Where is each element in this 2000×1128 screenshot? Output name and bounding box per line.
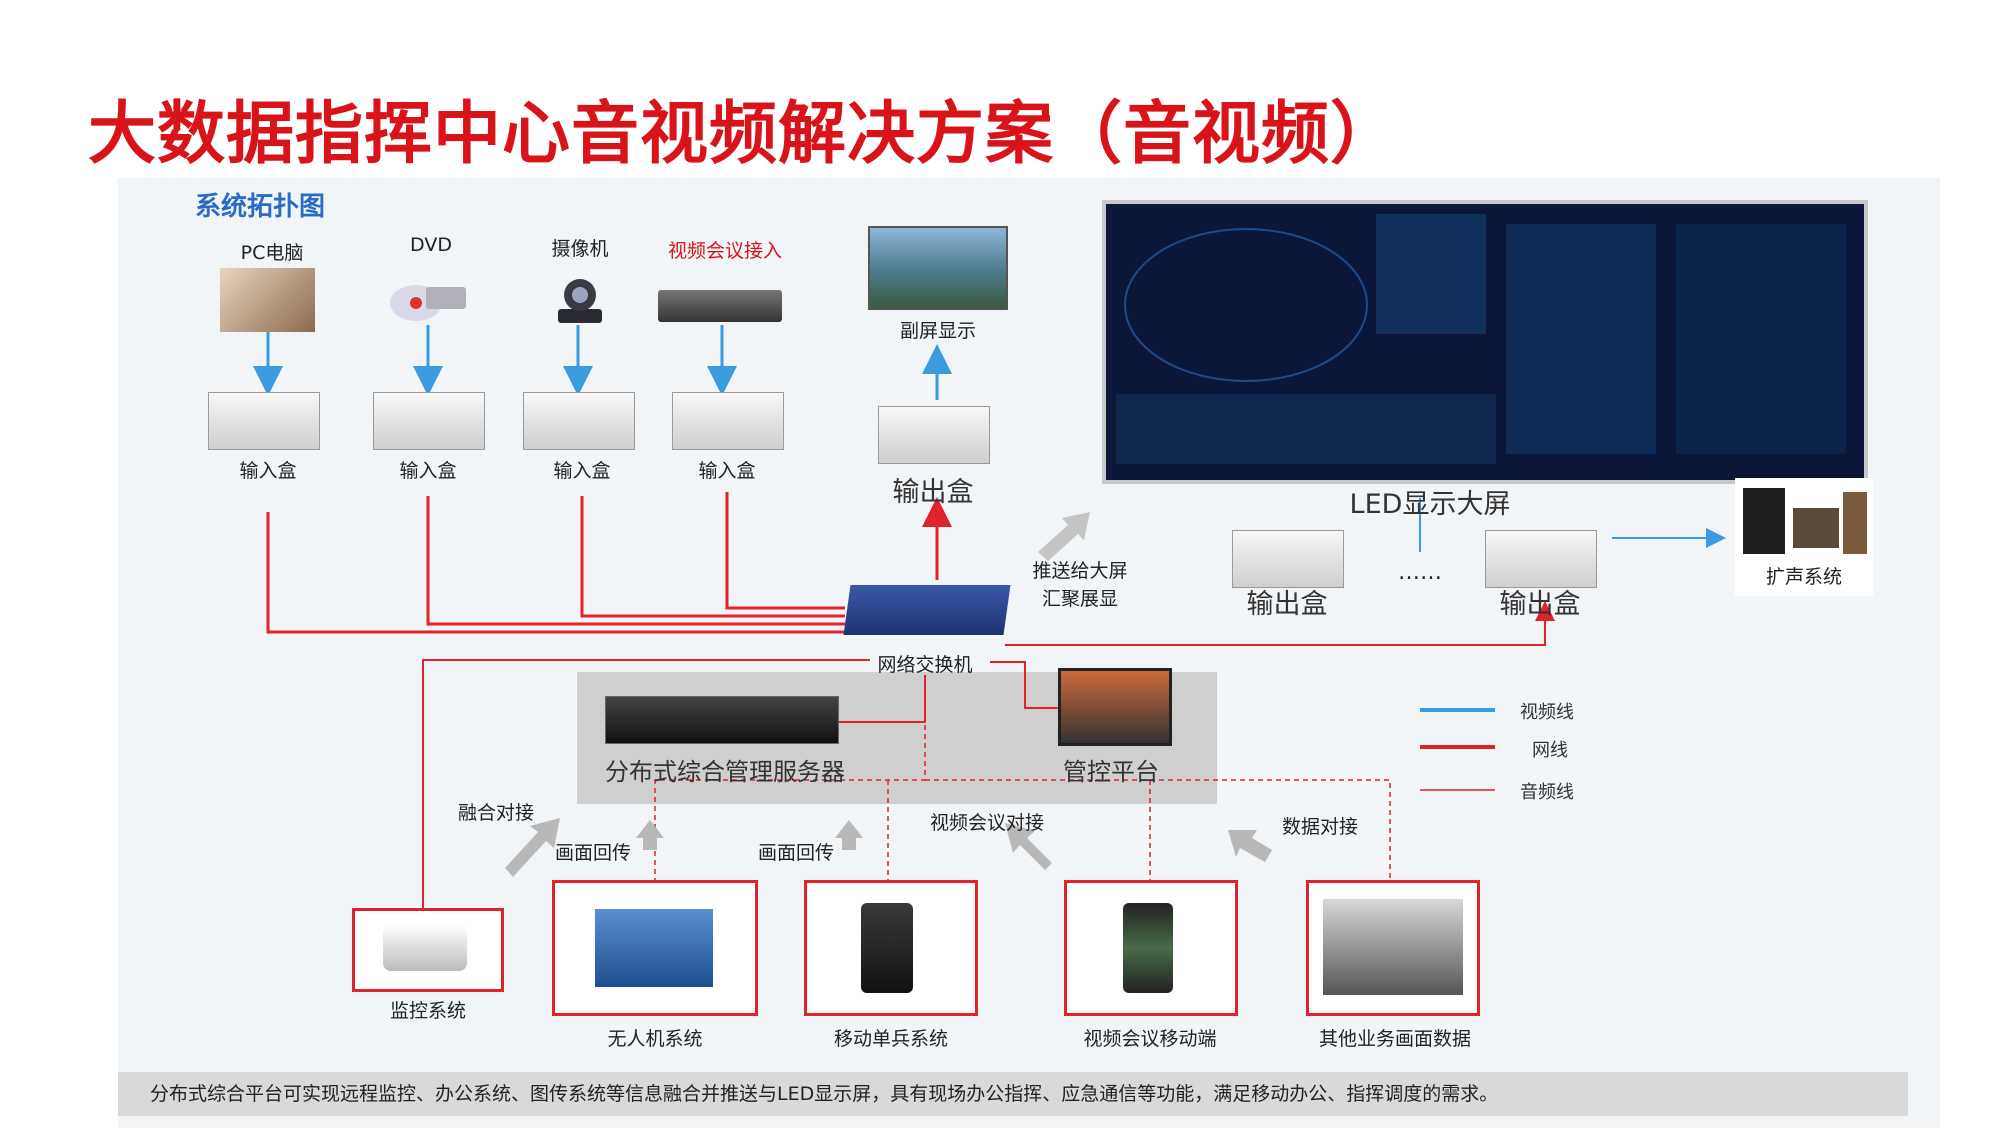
network-switch [843, 585, 1011, 635]
led-screen-bars [1506, 224, 1656, 454]
output-box-right-1 [1232, 530, 1344, 588]
input-box-1 [208, 392, 320, 450]
annotation-return-1: 画面回传 [555, 842, 632, 864]
input-box-label-4: 输入盒 [698, 460, 756, 482]
annotation-fusion: 融合对接 [458, 802, 535, 824]
legend-video: 视频线 [1520, 702, 1574, 723]
office-photo-icon [1323, 899, 1463, 995]
output-box-top [878, 406, 990, 464]
pc-label: PC电脑 [240, 242, 304, 264]
vconf-mobile-node [1064, 880, 1238, 1016]
output-box-right-2 [1485, 530, 1597, 588]
monitor-node [352, 908, 504, 992]
input-box-3 [523, 392, 635, 450]
monitor-label: 监控系统 [389, 1000, 466, 1022]
handheld-terminal-icon [861, 903, 913, 993]
vconf-mobile-label: 视频会议移动端 [1083, 1028, 1217, 1050]
legend-audio: 音频线 [1520, 782, 1574, 803]
dvd-label: DVD [410, 234, 452, 256]
network-switch-label: 网络交换机 [877, 654, 973, 676]
drone-icon [595, 909, 713, 987]
input-box-label-1: 输入盒 [239, 460, 297, 482]
server-label: 分布式综合管理服务器 [605, 758, 845, 786]
page-title: 大数据指挥中心音视频解决方案（音视频） [88, 95, 1400, 174]
led-screen-map [1376, 214, 1486, 334]
secondary-display-screen [868, 226, 1008, 310]
secondary-display-label: 副屏显示 [899, 320, 976, 342]
ellipsis: …… [1398, 560, 1442, 585]
other-node [1306, 880, 1480, 1016]
input-box-4 [672, 392, 784, 450]
input-box-label-3: 输入盒 [553, 460, 611, 482]
speaker-icon-right [1843, 492, 1867, 554]
output-box-right-1-label: 输出盒 [1246, 589, 1328, 620]
video-conf-label: 视频会议接入 [667, 240, 782, 262]
speaker-card: 扩声系统 [1735, 478, 1873, 596]
led-screen-globe [1124, 228, 1368, 382]
push-note-1: 推送给大屏 [1032, 560, 1128, 582]
led-screen-charts [1676, 224, 1846, 454]
annotation-vconf-dock: 视频会议对接 [930, 812, 1045, 834]
input-box-2 [373, 392, 485, 450]
smartphone-icon [1123, 903, 1173, 993]
other-label: 其他业务画面数据 [1318, 1028, 1471, 1050]
led-screen [1102, 200, 1868, 484]
cctv-camera-icon [383, 925, 467, 971]
drone-node [552, 880, 758, 1016]
video-conf-device-icon [658, 290, 782, 322]
topology-subtitle: 系统拓扑图 [195, 192, 326, 222]
push-note-2: 汇聚展显 [1041, 588, 1118, 610]
soldier-label: 移动单兵系统 [833, 1028, 948, 1050]
legend-network: 网线 [1532, 740, 1568, 761]
annotation-data-dock: 数据对接 [1282, 816, 1359, 838]
output-box-right-2-label: 输出盒 [1499, 589, 1581, 620]
camera-icon [552, 275, 608, 325]
control-label: 管控平台 [1063, 758, 1159, 786]
drone-label: 无人机系统 [607, 1028, 703, 1050]
server-icon [605, 696, 839, 744]
pc-icon [220, 268, 315, 332]
control-monitor-icon [1058, 668, 1172, 746]
output-box-top-label: 输出盒 [892, 477, 974, 508]
annotation-return-2: 画面回传 [758, 842, 835, 864]
footer-note: 分布式综合平台可实现远程监控、办公系统、图传系统等信息融合并推送与LED显示屏，… [118, 1072, 1908, 1116]
input-box-label-2: 输入盒 [399, 460, 457, 482]
led-screen-label: LED显示大屏 [1349, 489, 1511, 520]
led-screen-panels [1116, 394, 1496, 464]
camera-label: 摄像机 [551, 238, 609, 260]
soldier-node [804, 880, 978, 1016]
dvd-icon [386, 265, 472, 325]
speaker-label: 扩声系统 [1765, 566, 1842, 588]
speaker-icon [1743, 488, 1785, 554]
amplifier-icon [1793, 508, 1839, 548]
